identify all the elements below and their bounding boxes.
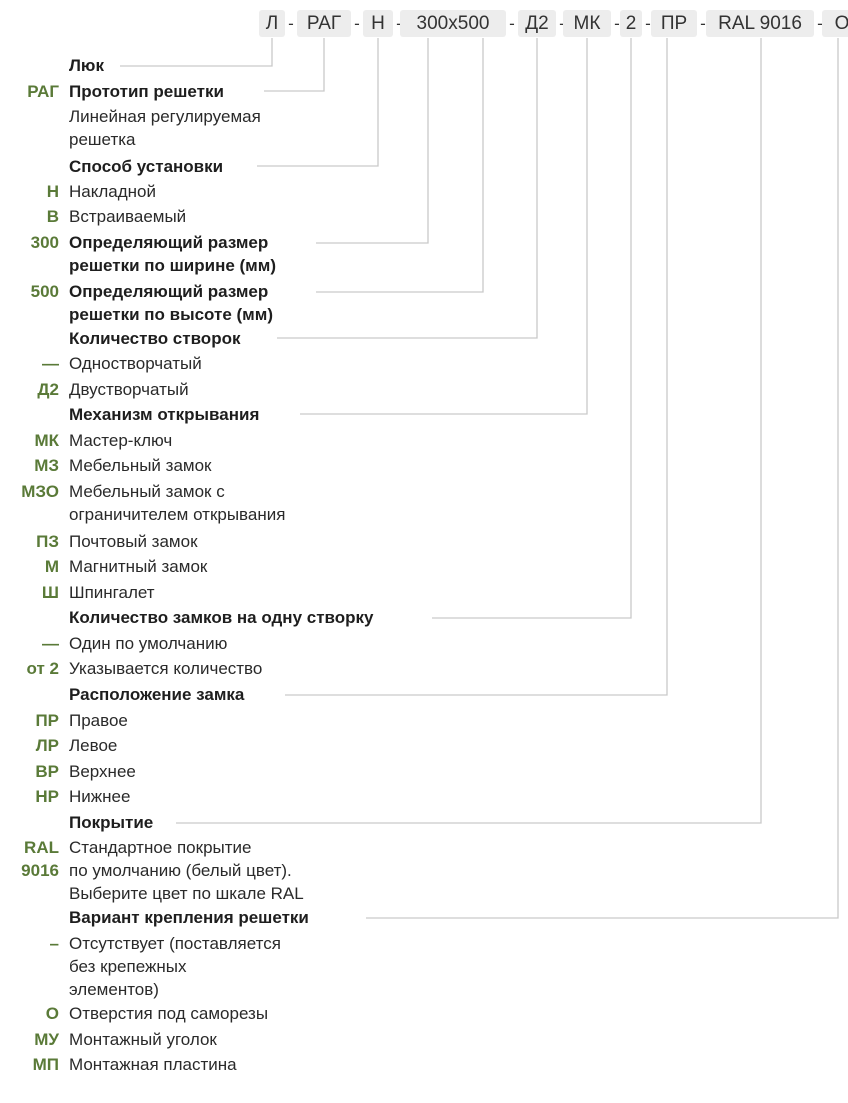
option-code: RAL 9016 [21,838,59,880]
connector-leaves [277,38,538,339]
option-text: Монтажный уголок [69,1030,217,1049]
option-code: Н [46,182,59,201]
option-code: МП [32,1055,59,1074]
option-text: Указывается количество [69,659,263,678]
option-text: Шпингалет [69,583,155,602]
option-code: ПЗ [36,532,59,551]
connector-mounting [366,38,839,919]
code-segment-installation: Н [363,10,393,37]
option-code: НР [35,787,59,806]
code-separator: - [354,14,360,33]
section-title-leaves: Количество створок [69,329,241,348]
option-code: — [42,354,59,373]
option-code: – [49,934,59,953]
section-title-lock-position: Расположение замка [69,685,245,704]
section-title-hatch: Люк [69,56,104,75]
option-code: В [46,207,59,226]
option-text: Встраиваемый [69,207,187,226]
connector-installation [257,38,379,167]
option-text: Отверстия под саморезы [69,1004,269,1023]
section-title-coating: Покрытие [69,813,154,832]
option-text: Одностворчатый [69,354,202,373]
connector-lock-position [285,38,668,696]
section-title-mounting: Вариант крепления решетки [69,908,309,927]
connector-height [316,38,484,293]
section-title-mechanism: Механизм открывания [69,405,260,424]
option-text: Мастер-ключ [69,431,173,450]
connector-prototype [264,38,325,92]
code-segment-size: 300x500 [400,10,506,37]
option-text: Отсутствует (поставляется без крепежных … [69,934,281,999]
option-code: М [44,557,59,576]
option-text: Магнитный замок [69,557,208,576]
code-segment-mechanism: МК [563,10,611,37]
code-segment-leaves: Д2 [518,10,556,37]
section-title-width: Определяющий размер решетки по ширине (м… [69,233,276,275]
connector-coating [176,38,762,824]
code-segment-hatch: Л [259,10,285,37]
code-separator: - [396,14,402,33]
option-code: МЗО [21,482,59,501]
option-text: Мебельный замок [69,456,212,475]
option-code: ЛР [35,736,59,755]
option-text: Нижнее [69,787,131,806]
option-code: от 2 [26,659,59,678]
option-text: Почтовый замок [69,532,198,551]
code-separator: - [559,14,565,33]
code-separator: - [645,14,651,33]
code-width: 300 [30,233,59,252]
code-segment-mounting: О [822,10,848,37]
code-separator: - [509,14,515,33]
code-separator: - [288,14,294,33]
section-title-installation: Способ установки [69,157,224,176]
option-code: Ш [41,583,59,602]
option-text: Левое [69,736,118,755]
connector-mechanism [300,38,588,415]
option-code: ВР [35,762,59,781]
option-code: ПР [35,711,59,730]
code-separator: - [614,14,620,33]
option-text: Накладной [69,182,156,201]
code-prototype: РАГ [27,82,59,101]
connector-width [316,38,429,244]
option-text: Монтажная пластина [69,1055,237,1074]
option-code: МУ [34,1030,59,1049]
section-title-height: Определяющий размер решетки по высоте (м… [69,282,273,324]
option-text: Правое [69,711,128,730]
section-title-lock-count: Количество замков на одну створку [69,608,374,627]
code-height: 500 [30,282,59,301]
option-text: Стандартное покрытие по умолчанию (белый… [69,838,304,903]
option-text: Верхнее [69,762,136,781]
code-separator: - [817,14,823,33]
option-text-prototype: Линейная регулируемая решетка [69,107,261,149]
option-code: МЗ [34,456,59,475]
option-code: Д2 [37,380,59,399]
option-text: Двустворчатый [69,380,189,399]
code-segment-lock-position: ПР [651,10,697,37]
code-segment-prototype: РАГ [297,10,351,37]
code-segment-lock-count: 2 [620,10,642,37]
option-code: — [42,634,59,653]
option-code: МК [34,431,59,450]
option-text: Мебельный замок с ограничителем открыван… [69,482,286,524]
code-segment-coating: RAL 9016 [706,10,814,37]
section-title-prototype: Прототип решетки [69,82,224,101]
option-code: О [45,1004,59,1023]
option-text: Один по умолчанию [69,634,228,653]
connector-hatch [120,38,273,67]
code-separator: - [700,14,706,33]
connector-lock-count [432,38,632,619]
